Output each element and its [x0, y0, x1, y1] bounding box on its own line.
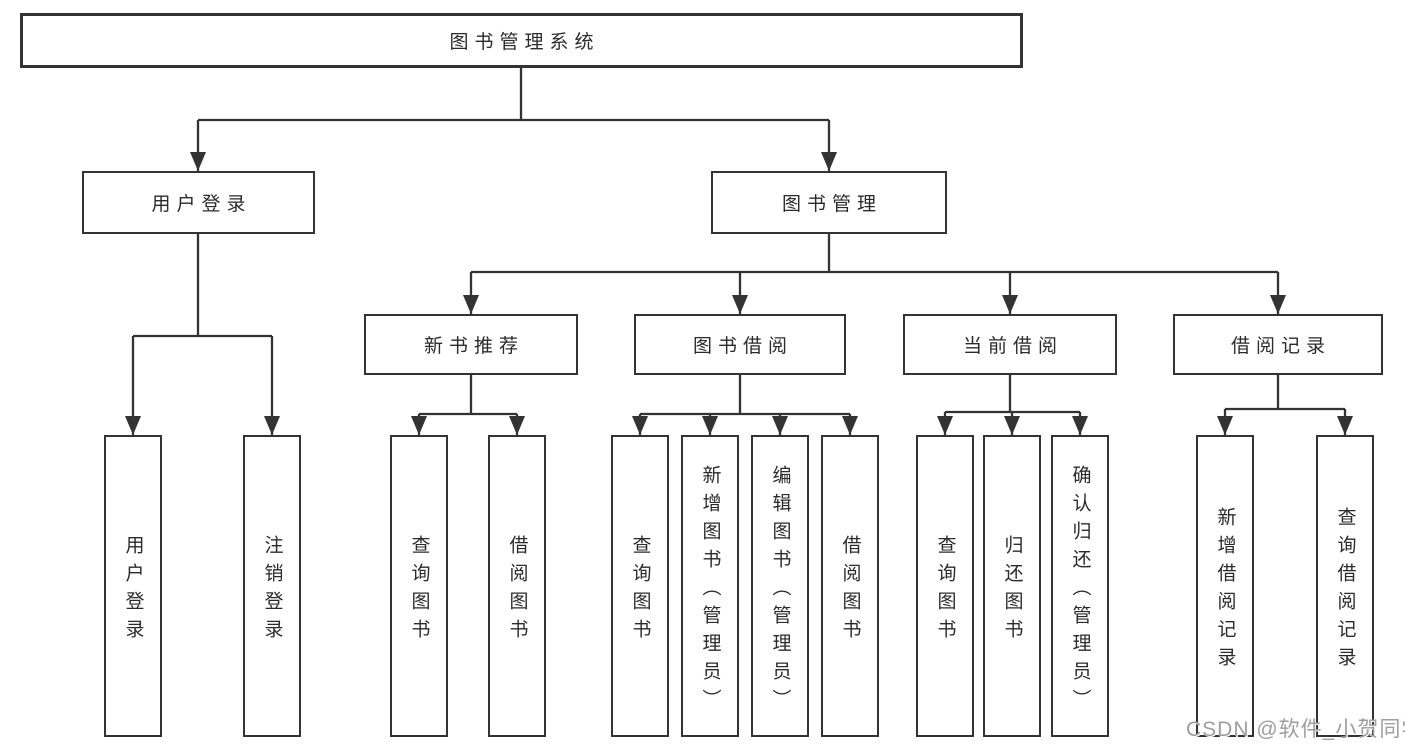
node-leaf-logout: 注销登录: [243, 435, 301, 737]
arrowhead-icon: [1217, 416, 1233, 435]
node-leaf-nb-borrow-books: 借阅图书: [488, 435, 546, 737]
arrowhead-icon: [632, 416, 648, 435]
node-leaf-cb-confirm-return-admin: 确认归还（管理员）: [1051, 435, 1109, 737]
arrowhead-icon: [772, 416, 788, 435]
arrowhead-icon: [190, 152, 206, 171]
node-leaf-bb-edit-books-admin: 编辑图书（管理员）: [751, 435, 809, 737]
connector-line: [417, 375, 519, 435]
arrowhead-icon: [937, 416, 953, 435]
connector-line: [469, 234, 1280, 314]
arrowhead-icon: [411, 416, 427, 435]
node-leaf-br-add-record: 新增借阅记录: [1196, 435, 1254, 737]
arrowhead-icon: [125, 416, 141, 435]
node-leaf-cb-query-books: 查询图书: [916, 435, 974, 737]
arrowhead-icon: [1337, 416, 1353, 435]
connector-line: [638, 375, 852, 435]
node-leaf-bb-query-books: 查询图书: [611, 435, 669, 737]
node-library-system: 图书管理系统: [20, 13, 1023, 68]
arrowhead-icon: [264, 416, 280, 435]
arrowhead-icon: [1004, 416, 1020, 435]
arrowhead-icon: [509, 416, 525, 435]
arrowhead-icon: [732, 295, 748, 314]
arrowhead-icon: [1270, 295, 1286, 314]
connector-line: [943, 375, 1082, 435]
arrowhead-icon: [821, 152, 837, 171]
node-leaf-user-login: 用户登录: [104, 435, 162, 737]
node-leaf-bb-borrow-books: 借阅图书: [821, 435, 879, 737]
node-leaf-nb-query-books: 查询图书: [390, 435, 448, 737]
node-book-management: 图书管理: [711, 171, 947, 234]
node-leaf-cb-return-books: 归还图书: [983, 435, 1041, 737]
connector-line: [196, 68, 831, 171]
node-current-borrowing: 当前借阅: [903, 314, 1117, 375]
node-leaf-br-query-record: 查询借阅记录: [1316, 435, 1374, 737]
arrowhead-icon: [463, 295, 479, 314]
arrowhead-icon: [842, 416, 858, 435]
arrowhead-icon: [1072, 416, 1088, 435]
connector-line: [1223, 375, 1347, 435]
node-leaf-bb-add-books-admin: 新增图书（管理员）: [681, 435, 739, 737]
connector-line: [131, 234, 274, 435]
node-borrowing-records: 借阅记录: [1173, 314, 1383, 375]
node-user-login: 用户登录: [82, 171, 315, 234]
watermark: CSDN @软件_小贺同学: [1186, 718, 1405, 741]
node-book-borrowing: 图书借阅: [634, 314, 846, 375]
node-new-book-recommend: 新书推荐: [364, 314, 578, 375]
arrowhead-icon: [1002, 295, 1018, 314]
arrowhead-icon: [702, 416, 718, 435]
